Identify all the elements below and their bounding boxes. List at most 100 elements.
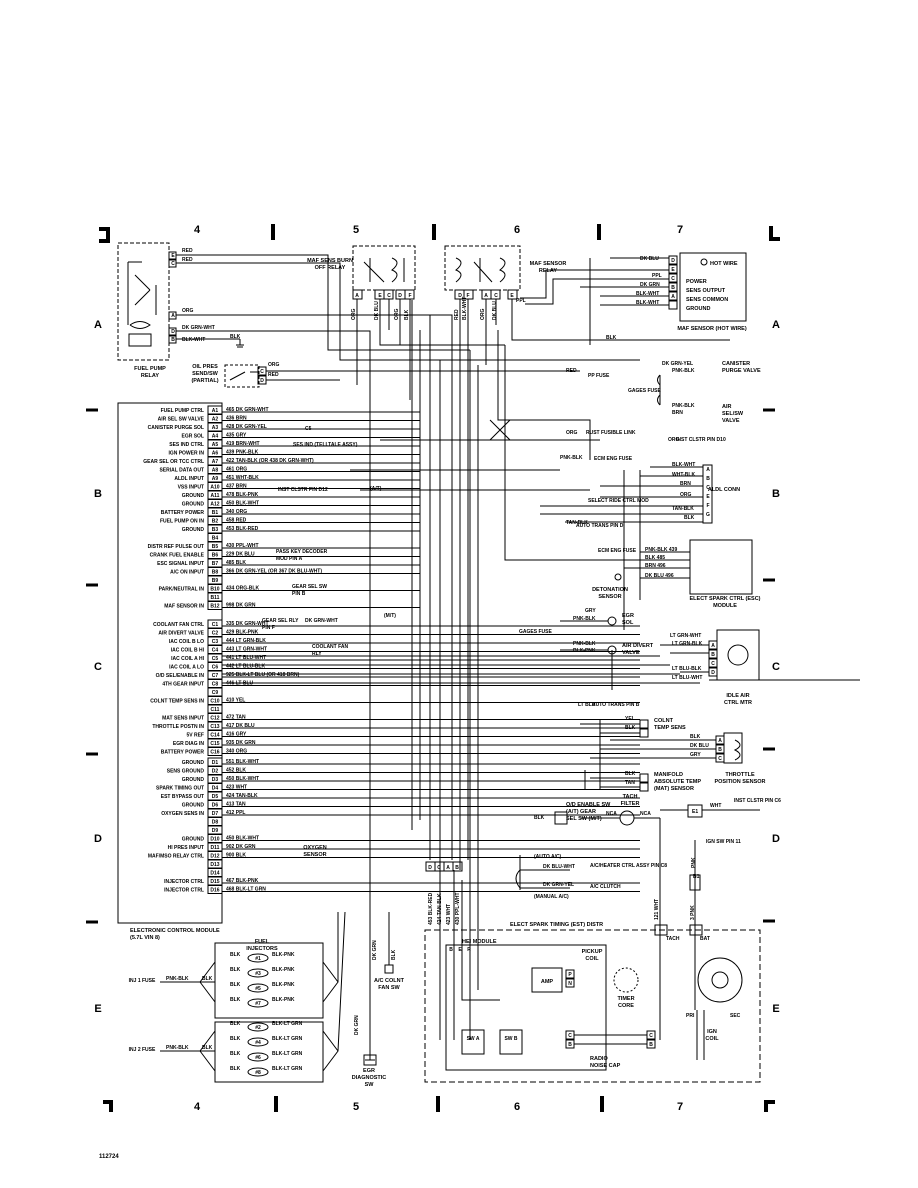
ecm-wire-label: 450 BLK-WHT: [226, 501, 259, 507]
ecm-pin-id: B3: [212, 527, 219, 533]
component-label: SEL/SW: [722, 411, 744, 417]
component-label: O/D ENABLE SW: [566, 802, 611, 808]
ecm-pin-label: IAC COIL A HI: [171, 656, 204, 662]
relay-pin-label: F: [706, 503, 709, 509]
ecm-pin-id: A4: [212, 434, 219, 440]
wire-label: DK GRN-YEL: [662, 361, 693, 367]
ecm-pin-id: A8: [212, 468, 219, 474]
component-label: NOISE CAP: [590, 1063, 621, 1069]
component-label: IGN: [707, 1029, 717, 1035]
grid-row-label: E: [94, 1003, 101, 1015]
ecm-pin-label: IGN POWER IN: [168, 451, 204, 457]
ecm-pin-label: FUEL PUMP CTRL: [161, 408, 204, 414]
note-label: (M/T): [384, 613, 396, 619]
relay-pin-label: C: [494, 293, 498, 299]
ecm-pin-label: IAC COIL B LO: [169, 639, 204, 645]
grid-column-label: 5: [353, 1101, 359, 1113]
ecm-pin-id: D8: [212, 820, 219, 826]
component-label: COLNT: [654, 718, 674, 724]
component-label: PICKUP: [582, 949, 603, 955]
grid-column-label: 6: [514, 1101, 520, 1113]
ecm-pin-label: GROUND: [182, 760, 205, 766]
ecm-pin-label: A/C ON INPUT: [170, 570, 204, 576]
wire-label: BLK: [230, 1036, 241, 1042]
wire-label: ORG: [566, 430, 578, 436]
injector-label: #5: [255, 986, 261, 992]
relay-pin-label: A: [355, 293, 359, 299]
ecm-pin-id: B5: [212, 544, 219, 550]
wire-label: RED: [182, 257, 193, 263]
wire-label: BLK-WHT: [462, 297, 468, 320]
ecm-pin-label: CANISTER PURGE SOL: [148, 425, 204, 431]
component-label: SEL SW (M/T): [566, 816, 602, 822]
grid-row-label: B: [772, 488, 780, 500]
wire-label: BLK-WHT: [672, 462, 695, 468]
wire-label: BLK-WHT: [182, 337, 205, 343]
ecm-pin-label: VSS INPUT: [178, 485, 204, 491]
ecm-pin-id: C2: [212, 631, 219, 637]
component-label: FILTER: [621, 801, 640, 807]
ecm-pin-id: C9: [212, 690, 219, 696]
ecm-pin-label: EGR SOL: [181, 434, 204, 440]
ecm-pin-label: IAC COIL A LO: [169, 665, 204, 671]
wire-label: ORG: [680, 492, 692, 498]
wire-label: LT BLU-BLK: [672, 666, 702, 672]
ecm-wire-label: 413 TAN: [226, 802, 246, 808]
ecm-wire-label: 467 BLK-PNK: [226, 878, 259, 884]
wire-label: DK BLU-WHT: [543, 864, 575, 870]
relay-pin-label: C: [260, 369, 264, 375]
ecm-pin-label: GROUND: [182, 527, 205, 533]
wire-label: PPL: [652, 273, 662, 279]
wire-label: RED: [182, 248, 193, 254]
component-label: CTRL MTR: [724, 700, 752, 706]
wire-label: BLK: [690, 734, 701, 740]
ecm-pin-id: B11: [211, 595, 220, 601]
injector-label: #3: [255, 971, 261, 977]
ecm-wire-label: 478 BLK-PNK: [226, 492, 259, 498]
ecm-pin-id: C13: [210, 724, 219, 730]
wire-label: BRN: [672, 410, 683, 416]
wire-label: DK BLU: [492, 301, 498, 320]
ecm-pin-label: FUEL PUMP ON IN: [160, 519, 204, 525]
ecm-wire-label: 410 YEL: [226, 698, 245, 704]
grid-column-label: 4: [194, 224, 201, 236]
grid-row-label: C: [94, 661, 102, 673]
ecm-wire-label: 416 GRY: [226, 732, 247, 738]
component-label: (MAT) SENSOR: [654, 786, 694, 792]
wire-label: PNK-BLK: [560, 455, 583, 461]
wire-label: ORG: [182, 308, 194, 314]
grid-column-label: 6: [514, 224, 520, 236]
wire-label: AUTO TRANS PIN B: [592, 702, 640, 708]
component-label: IDLE AIR: [726, 693, 749, 699]
ecm-pin-id: A5: [212, 442, 219, 448]
component-label: ALDL CONN: [708, 487, 740, 493]
component-label: ELECT SPARK TIMING (EST) DISTR: [510, 922, 603, 928]
component-label: ELECTRONIC CONTROL MODULE: [130, 928, 220, 934]
hei-pin-label: N: [568, 981, 572, 987]
component-label: COIL: [705, 1036, 719, 1042]
ecm-wire-label: 452 BLK: [226, 768, 246, 774]
wire-label: INST CLSTR PIN C6: [734, 798, 781, 804]
ecm-pin-label: GROUND: [182, 493, 205, 499]
aldl-connector: [702, 464, 713, 524]
wire-label: BLK: [391, 949, 397, 960]
ecm-wire-label: 340 ORG: [226, 749, 247, 755]
component-label: EGR: [622, 613, 634, 619]
ecm-pin-label: SERIAL DATA OUT: [159, 468, 204, 474]
injector-coil: [247, 1067, 269, 1077]
ecm-pin-id: A7: [212, 459, 219, 465]
component-label: VALVE: [622, 650, 640, 656]
relay-pin-label: D: [458, 293, 462, 299]
ecm-pin-id: B2: [212, 519, 219, 525]
ecm-pin-label: GROUND: [182, 803, 205, 809]
note-label: C5: [305, 426, 312, 432]
relay-pin-label: B: [671, 285, 675, 291]
wire-label: BLK: [606, 335, 617, 341]
ecm-pin-label: O/D SEL/ENABLE IN: [156, 673, 205, 679]
component-label: (5.7L VIN 8): [130, 935, 160, 941]
ecm-wire-label: 422 TAN-BLK (OR 438 DK GRN-WHT): [226, 458, 314, 464]
component-label: MAF SENS BURN: [307, 258, 353, 264]
hei-module: [445, 944, 607, 1071]
ecm-pin-id: C3: [212, 639, 219, 645]
wire-label: BRN: [680, 481, 691, 487]
